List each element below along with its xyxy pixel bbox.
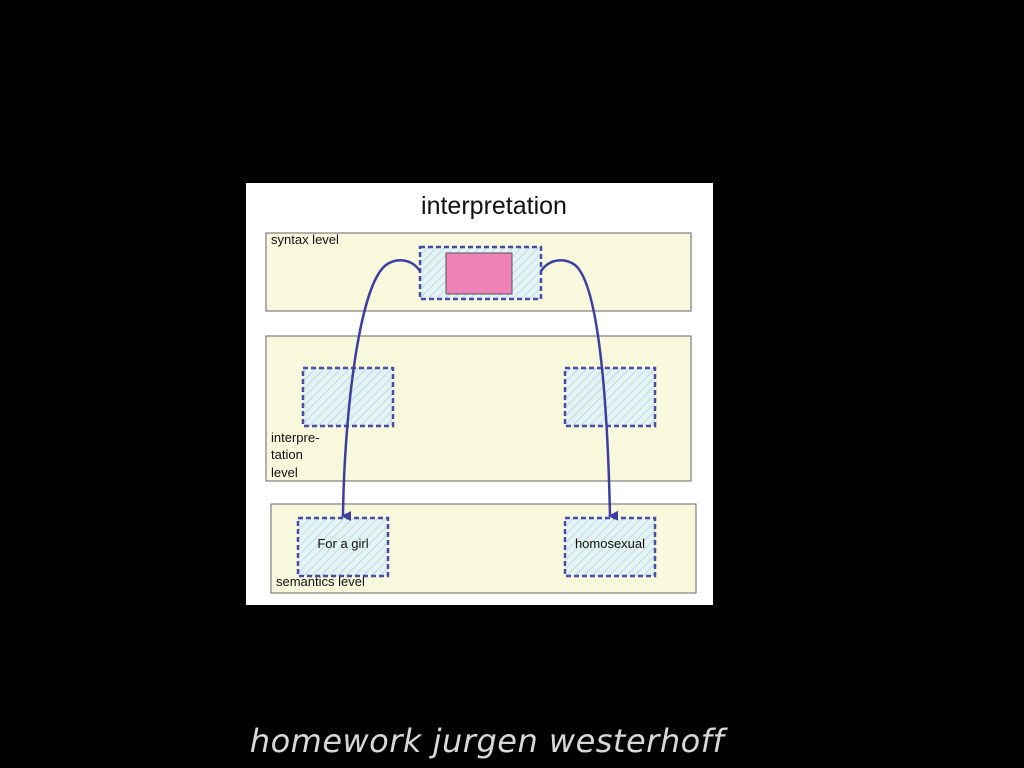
arrow-left (341, 259, 422, 522)
diagram-title: interpretation (421, 192, 567, 220)
slide-caption: homework jurgen westerhoff (249, 722, 725, 760)
interpretation-label-line-3: level (271, 465, 298, 480)
semantic-box-right (563, 516, 657, 578)
interpretation-label-line-1: interpre- (271, 430, 319, 445)
interpretation-level-label: interpre- tation level (271, 430, 323, 480)
semantic-box-right-label: homosexual (575, 536, 645, 551)
interpretation-diagram: interpretation syntax level interpre- ta… (246, 183, 713, 605)
semantic-box-left (296, 516, 390, 578)
interpretation-label-line-2: tation (271, 447, 303, 462)
interpretation-box-right (563, 366, 657, 428)
syntax-pink-element (445, 252, 513, 295)
arrow-right (539, 259, 619, 521)
diagram-canvas: interpretation syntax level interpre- ta… (265, 192, 697, 594)
semantic-box-left-label: For a girl (317, 536, 368, 551)
syntax-level-label: syntax level (271, 232, 339, 247)
semantics-level-label: semantics level (276, 574, 365, 589)
